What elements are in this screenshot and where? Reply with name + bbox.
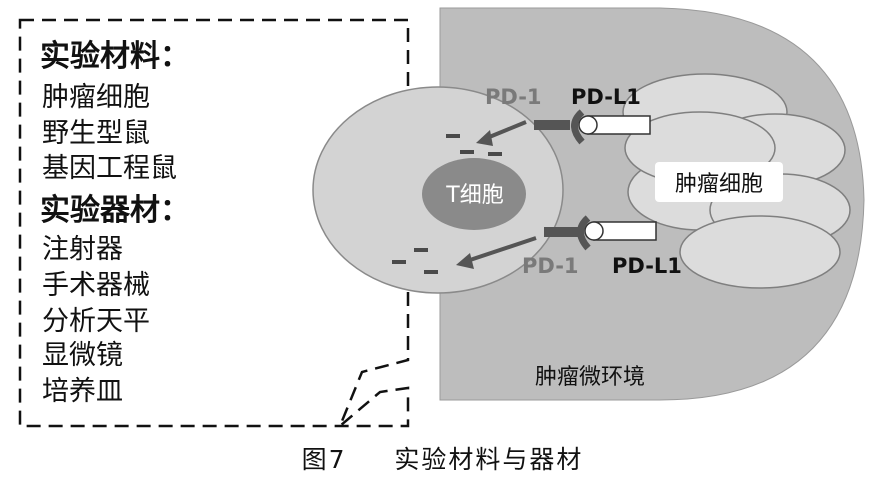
t-cell-label: T细胞 xyxy=(445,183,503,208)
materials-heading-2: 实验器材： xyxy=(40,193,190,228)
signal-molecule xyxy=(488,152,502,156)
pdl1-ligand-top xyxy=(578,115,598,135)
materials-item: 野生型鼠 xyxy=(42,118,150,149)
signal-molecule xyxy=(392,260,406,264)
materials-item: 培养皿 xyxy=(42,376,123,407)
materials-heading-1: 实验材料： xyxy=(40,39,190,74)
materials-item: 手术器械 xyxy=(42,270,150,301)
tumor-cell-label: 肿瘤细胞 xyxy=(675,172,763,197)
pdl1-label-top: PD-L1 xyxy=(571,85,641,109)
microenvironment-label: 肿瘤微环境 xyxy=(535,365,645,390)
figure-title: 实验材料与器材 xyxy=(394,445,584,474)
pdl1-label-bottom: PD-L1 xyxy=(612,254,682,278)
signal-molecules xyxy=(392,134,502,274)
signal-arrowhead-bottom xyxy=(456,253,474,269)
materials-item: 显微镜 xyxy=(42,340,123,371)
figure-caption: 图7 实验材料与器材 xyxy=(0,440,885,476)
tumor-cell-label-box xyxy=(655,162,783,202)
signal-molecule xyxy=(460,150,474,154)
materials-item: 基因工程鼠 xyxy=(42,153,177,184)
pd1-stem-bottom xyxy=(544,227,578,237)
signal-molecule xyxy=(424,270,438,274)
materials-item: 分析天平 xyxy=(42,306,150,337)
pd1-receptor-bottom xyxy=(577,215,591,251)
signal-molecule xyxy=(414,248,428,252)
tumor-cell xyxy=(679,215,841,289)
materials-item: 肿瘤细胞 xyxy=(42,82,150,113)
pd1-label-top: PD-1 xyxy=(485,85,542,109)
signal-arrow-bottom xyxy=(463,236,537,264)
signal-arrowhead-top xyxy=(476,130,493,146)
pdl1-ligand-bottom xyxy=(584,221,604,241)
materials-item: 注射器 xyxy=(42,234,123,265)
pd1-stem-top xyxy=(534,120,570,130)
pd1-label-bottom: PD-1 xyxy=(522,254,579,278)
pd1-receptor-top xyxy=(571,109,585,145)
figure-number: 图7 xyxy=(301,445,347,474)
t-cell-nucleus xyxy=(422,158,526,230)
signal-molecule xyxy=(446,134,460,138)
